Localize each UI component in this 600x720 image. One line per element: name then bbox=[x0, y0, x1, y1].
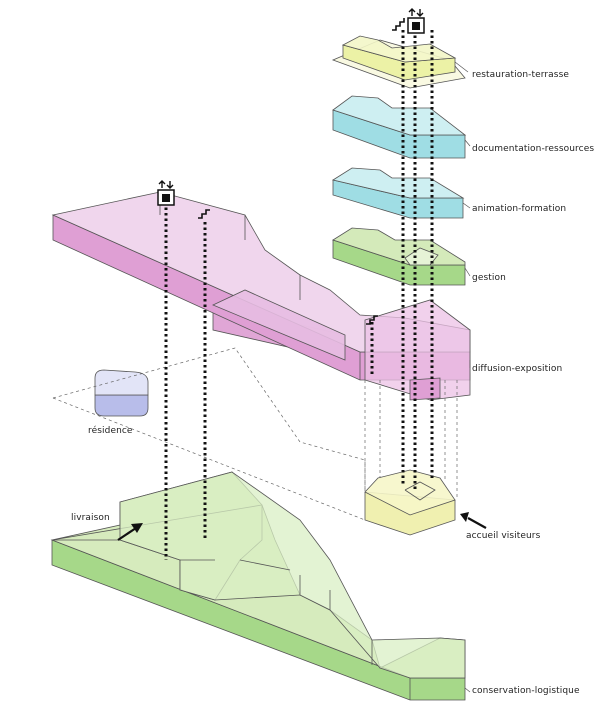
label-residence: résidence bbox=[88, 426, 133, 436]
arrow-icon bbox=[460, 512, 487, 529]
arrow-icon bbox=[117, 523, 143, 541]
label-animation-formation: animation-formation bbox=[472, 204, 567, 214]
stair-icon bbox=[198, 18, 405, 325]
label-conservation-logistique: conservation-logistique bbox=[472, 686, 580, 696]
edge bbox=[404, 481, 436, 501]
elevator-icon bbox=[407, 8, 425, 34]
label-diffusion-exposition: diffusion-exposition bbox=[472, 364, 563, 374]
volume-diffusion-exposition bbox=[51, 191, 471, 401]
volume-gestion bbox=[332, 227, 466, 286]
label-restauration-terrasse: restauration-terrasse bbox=[472, 70, 570, 80]
edge bbox=[404, 247, 439, 266]
elevator-icon bbox=[157, 180, 175, 206]
diffusion-inner-top bbox=[212, 289, 346, 361]
residence-lower bbox=[94, 394, 149, 417]
volume-accueil-visiteurs bbox=[364, 469, 456, 536]
label-gestion: gestion bbox=[472, 273, 506, 283]
label-documentation-ressources: documentation-ressources bbox=[472, 144, 595, 154]
leader-lines bbox=[454, 61, 471, 693]
circulation-shafts bbox=[164, 30, 434, 560]
residence-upper bbox=[94, 369, 149, 396]
accueil-top-face bbox=[364, 469, 456, 516]
label-livraison: livraison bbox=[71, 513, 110, 523]
volume-residence bbox=[94, 369, 149, 417]
projection-lines bbox=[52, 347, 458, 521]
volume-conservation-logistique bbox=[50, 471, 466, 701]
edge bbox=[239, 559, 291, 571]
label-accueil-visiteurs: accueil visiteurs bbox=[466, 531, 541, 541]
dashed-line bbox=[52, 397, 366, 521]
volume-restauration-terrasse bbox=[331, 35, 466, 89]
restauration-top bbox=[341, 35, 457, 63]
volume-documentation-ressources bbox=[332, 95, 467, 159]
volume-animation-formation bbox=[331, 167, 465, 219]
residence-outline-dashed bbox=[52, 347, 366, 492]
